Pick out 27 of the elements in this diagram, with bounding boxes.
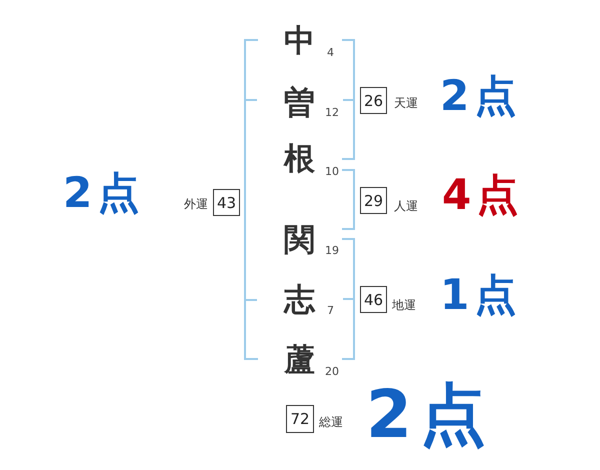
- number-box: 29: [360, 187, 387, 214]
- stroke-count: 19: [325, 245, 339, 256]
- luck-label: 総運: [319, 416, 343, 428]
- score-text: 2点: [440, 75, 522, 117]
- number-box: 26: [360, 87, 387, 114]
- luck-label: 天運: [394, 97, 418, 109]
- score-text: 4点: [442, 174, 524, 216]
- name-character: 関: [284, 225, 315, 256]
- stroke-count: 12: [325, 107, 339, 118]
- name-character: 根: [284, 144, 315, 175]
- luck-label: 人運: [394, 200, 418, 212]
- name-character: 曽: [284, 88, 315, 119]
- name-character: 志: [284, 285, 315, 316]
- number-box: 43: [213, 189, 240, 216]
- number-box: 46: [360, 286, 387, 313]
- stroke-count: 7: [327, 305, 334, 316]
- stroke-count: 4: [327, 47, 334, 58]
- score-text: 2点: [63, 172, 144, 214]
- stroke-count: 10: [325, 166, 339, 177]
- luck-label: 外運: [184, 198, 208, 210]
- score-text: 2点: [366, 382, 494, 448]
- stroke-count: 20: [325, 366, 339, 377]
- name-character: 蘆: [284, 345, 315, 376]
- number-box: 72: [286, 405, 314, 433]
- score-text: 1点: [440, 274, 522, 316]
- luck-label: 地運: [392, 299, 416, 311]
- name-character: 中: [284, 26, 315, 57]
